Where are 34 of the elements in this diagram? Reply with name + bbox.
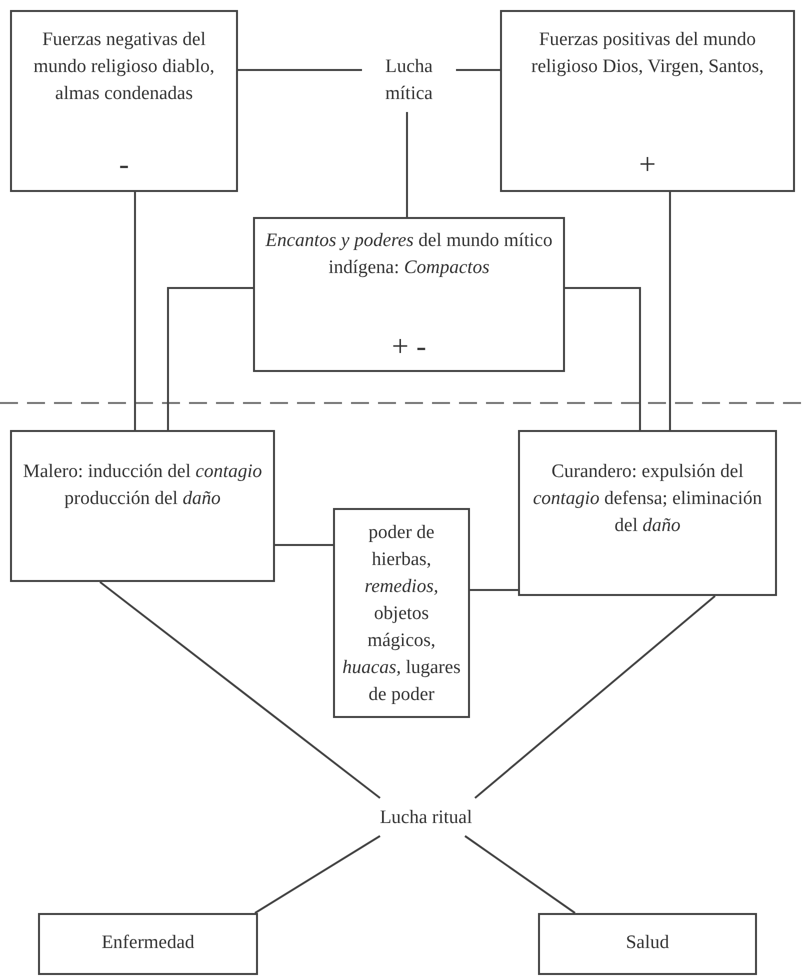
- box-text: Curandero: expulsión del contagio defensa; eliminación del daño: [532, 460, 763, 538]
- connector-line: [275, 544, 333, 546]
- connector-line: [406, 112, 408, 217]
- connector-line: [254, 835, 381, 914]
- connector-line: [456, 69, 500, 71]
- outcome-box: [38, 913, 258, 975]
- connector-line: [99, 581, 381, 799]
- box-text: Fuerzas positivas del mundo religioso Dios, Virgen, Santos,: [530, 28, 765, 79]
- forces-box: [10, 10, 238, 192]
- connector-line: [134, 192, 136, 430]
- node-text: Lucha mítica: [384, 55, 434, 106]
- connector-line: [464, 835, 576, 914]
- connector-line: [167, 287, 253, 430]
- connector-line: [470, 589, 518, 591]
- sign-symbol: + -: [392, 332, 426, 362]
- powers-box: [253, 217, 565, 372]
- forces-box: [500, 10, 795, 192]
- connector-line: [669, 192, 671, 430]
- box-text: Encantos y poderes del mundo mítico indígena: Compactos: [264, 229, 554, 280]
- outcome-box: [538, 913, 757, 975]
- sign-symbol: -: [119, 150, 129, 180]
- box-text: Malero: inducción del contagio producción del daño: [22, 460, 264, 511]
- connector-line: [474, 595, 716, 799]
- role-box: [518, 430, 777, 596]
- connector-line: [565, 287, 641, 430]
- role-box: [10, 430, 275, 582]
- box-text: Fuerzas negativas del mundo religioso diablo, almas condenadas: [32, 28, 216, 106]
- sign-symbol: +: [639, 150, 656, 180]
- means-box: [333, 508, 470, 718]
- connector-line: [238, 69, 362, 71]
- node-text: Lucha ritual: [380, 806, 472, 830]
- box-text: Enfermedad: [102, 931, 194, 955]
- box-text: Salud: [626, 931, 670, 955]
- box-text: poder de hierbas, remedios, objetos mágicos, huacas, lugares de poder: [341, 520, 462, 706]
